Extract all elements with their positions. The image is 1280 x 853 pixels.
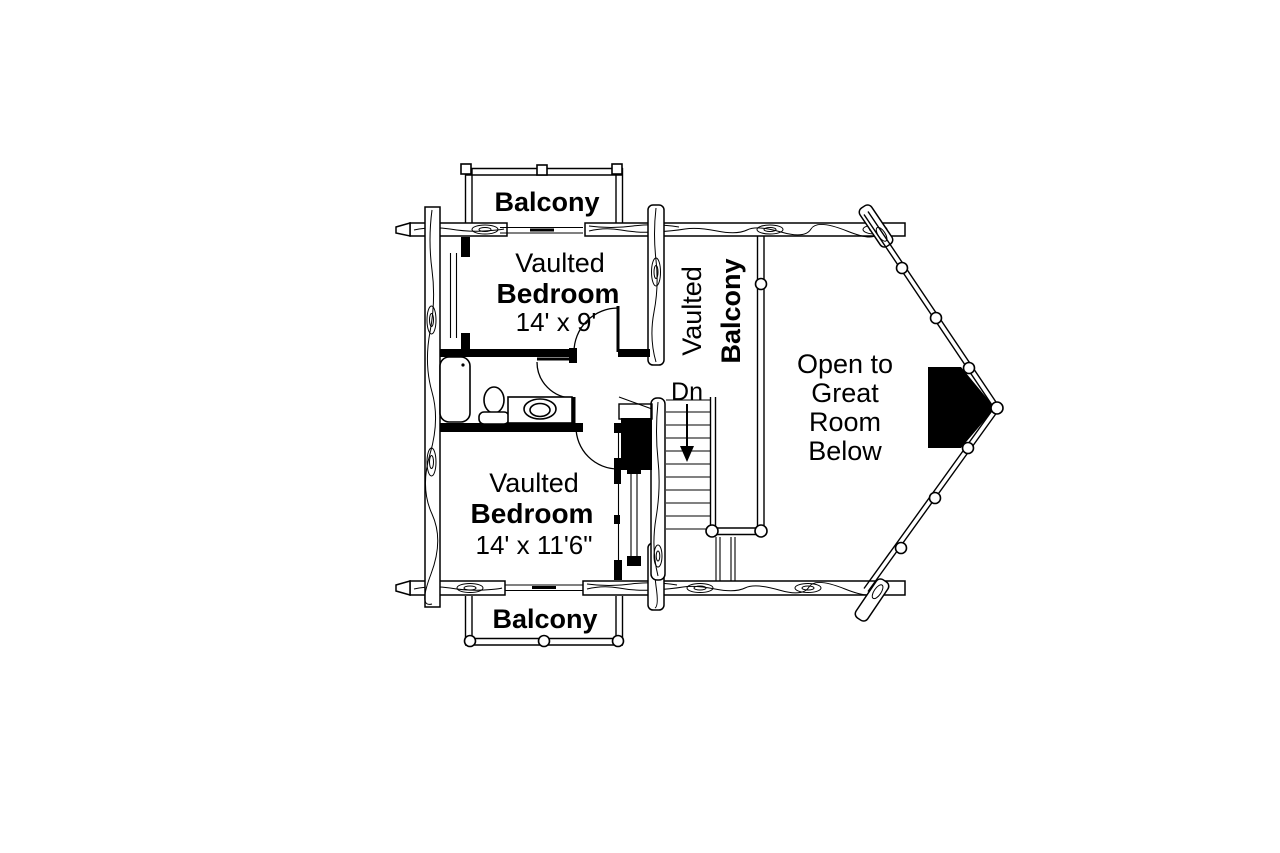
vaulted-balcony-line2: Balcony <box>716 258 746 363</box>
prow-window-wall <box>863 211 1004 592</box>
window-mullion <box>962 361 976 375</box>
bedroom-lower-vaulted: Vaulted <box>489 468 579 498</box>
open-to-great-room-labels: Open to Great Room Below <box>797 349 893 466</box>
window-mullion <box>961 441 975 455</box>
bedroom-lower-name: Bedroom <box>471 498 594 529</box>
open-below-line2: Great <box>811 378 879 408</box>
railing-post <box>463 634 477 648</box>
bedroom-upper-dims: 14' x 9' <box>516 307 597 337</box>
window-mullion <box>990 401 1004 415</box>
bedroom-lower-dims: 14' x 11'6" <box>476 530 593 560</box>
stair-chase <box>621 418 652 470</box>
railing-post <box>537 634 551 648</box>
down-arrow-icon <box>680 404 694 462</box>
railing-post <box>611 634 625 648</box>
railing-post <box>460 163 472 175</box>
railing-post <box>754 277 768 291</box>
log-walls <box>395 204 906 622</box>
toilet <box>478 386 510 425</box>
window-mullion <box>929 311 943 325</box>
vaulted-balcony-line1: Vaulted <box>677 266 707 356</box>
bedroom-upper-vaulted: Vaulted <box>515 248 605 278</box>
balcony-door-lower <box>505 584 583 592</box>
top-balcony: Balcony <box>460 163 624 226</box>
bottom-balcony: Balcony <box>463 596 625 648</box>
bottom-balcony-label: Balcony <box>492 604 597 634</box>
railings <box>705 236 768 581</box>
window-mullion <box>895 261 909 275</box>
open-below-line4: Below <box>808 436 882 466</box>
vaulted-balcony-labels: Vaulted Balcony <box>677 258 746 363</box>
bathroom-door <box>536 357 574 399</box>
interior-walls <box>440 237 650 580</box>
railing-post <box>536 164 548 176</box>
bedroom-upper-name: Bedroom <box>497 278 620 309</box>
open-below-line1: Open to <box>797 349 893 379</box>
bedroom-upper-door <box>573 306 620 353</box>
balcony-door-upper <box>500 226 583 234</box>
window-mullion <box>928 491 942 505</box>
bathroom <box>439 356 573 425</box>
bedroom-lower-door <box>575 426 619 470</box>
railing-post <box>754 524 768 538</box>
stair-down-label: Dn <box>671 378 703 406</box>
railing-post <box>705 524 719 538</box>
bedroom-lower-labels: Vaulted Bedroom 14' x 11'6" <box>471 468 594 560</box>
window-mullion <box>894 541 908 555</box>
top-balcony-label: Balcony <box>494 187 599 217</box>
staircase: Dn <box>618 378 710 530</box>
chimney-chase <box>928 367 995 448</box>
railing-post <box>611 163 623 175</box>
bedroom-upper-labels: Vaulted Bedroom 14' x 9' <box>497 248 620 337</box>
open-below-line3: Room <box>809 407 881 437</box>
sink-vanity <box>507 396 573 424</box>
bathtub <box>439 356 471 423</box>
